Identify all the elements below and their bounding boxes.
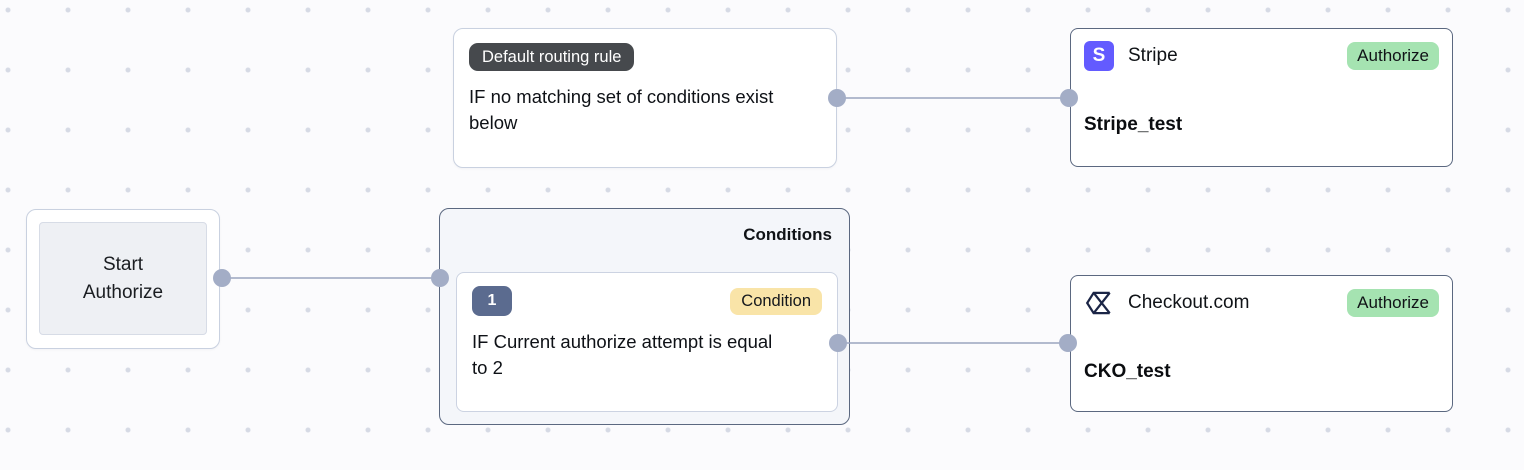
connection-handle-conditions-in[interactable] [431, 269, 449, 287]
stripe-logo-icon: S [1084, 41, 1114, 71]
start-authorize-node[interactable]: Start Authorize [26, 209, 220, 349]
default-routing-rule-badge: Default routing rule [469, 43, 635, 71]
start-authorize-inner: Start Authorize [39, 222, 207, 335]
stripe-processor-name: Stripe_test [1084, 114, 1183, 135]
condition-text: IF Current authorize attempt is equal to… [472, 331, 773, 378]
default-routing-rule-node[interactable]: Default routing rule IF no matching set … [453, 28, 837, 168]
connection-handle-checkout-in[interactable] [1059, 334, 1077, 352]
checkout-logo-icon [1084, 288, 1114, 318]
stripe-title: Stripe [1128, 45, 1178, 66]
conditions-group-title: Conditions [743, 225, 832, 244]
checkout-node[interactable]: Checkout.com Authorize CKO_test [1070, 275, 1453, 412]
connection-handle-defaultrule-out[interactable] [828, 89, 846, 107]
conditions-group[interactable]: Conditions 1 Condition IF Current author… [439, 208, 850, 425]
condition-type-badge: Condition [730, 287, 822, 315]
checkout-title: Checkout.com [1128, 292, 1250, 313]
stripe-node[interactable]: S Stripe Authorize Stripe_test [1070, 28, 1453, 167]
default-routing-rule-text: IF no matching set of conditions exist b… [469, 86, 774, 133]
connection-handle-stripe-in[interactable] [1060, 89, 1078, 107]
checkout-processor-name: CKO_test [1084, 361, 1171, 382]
condition-index-badge: 1 [472, 286, 512, 316]
stripe-authorize-badge: Authorize [1347, 42, 1439, 70]
condition-card[interactable]: 1 Condition IF Current authorize attempt… [456, 272, 838, 412]
checkout-authorize-badge: Authorize [1347, 289, 1439, 317]
start-authorize-label: Start Authorize [82, 253, 164, 303]
connection-handle-condition-out[interactable] [829, 334, 847, 352]
connection-handle-start-out[interactable] [213, 269, 231, 287]
